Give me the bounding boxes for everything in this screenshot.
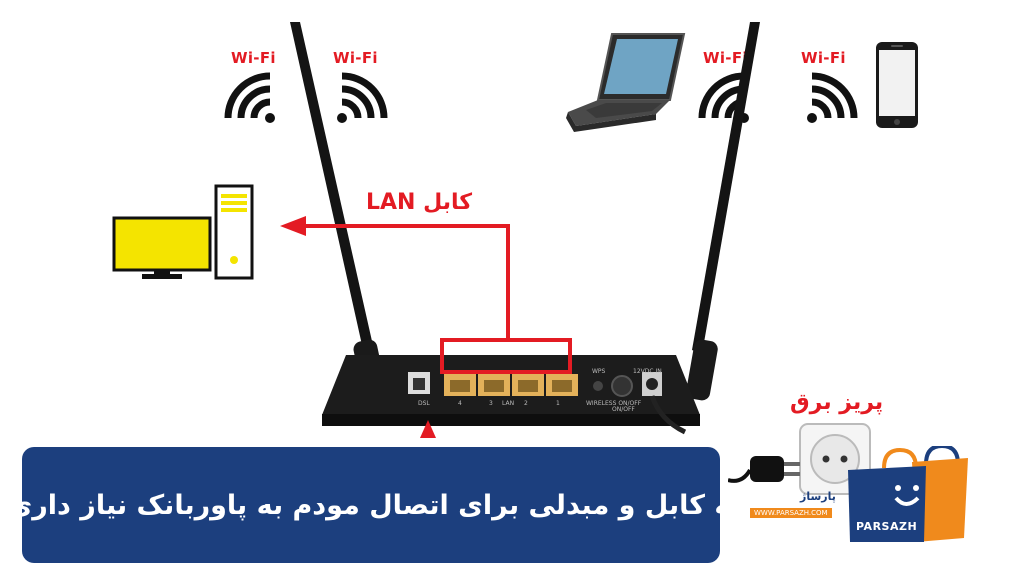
wifi-signal-icon xyxy=(326,70,390,124)
router-port-label-dsl: DSL xyxy=(418,400,430,407)
wifi-signal-icon xyxy=(796,70,860,124)
router-port-label-wireless: WIRELESS ON/OFF xyxy=(586,400,642,407)
wifi-label-1: Wi-Fi xyxy=(231,49,276,67)
router-port-label-onoff: ON/OFF xyxy=(612,406,635,413)
title-banner: چه کابل و مبدلی برای اتصال مودم به پاورب… xyxy=(0,447,750,563)
router-port-label-lan3: 3 xyxy=(489,400,493,407)
router-port-label-lan1: 1 xyxy=(556,400,560,407)
brand-name-en: PARSAZH xyxy=(856,520,918,533)
desktop-monitor-icon xyxy=(112,216,212,280)
smartphone-icon xyxy=(875,41,919,129)
brand-url: WWW.PARSAZH.COM xyxy=(750,508,832,518)
router-port-label-power: 12VDC IN xyxy=(633,368,662,375)
wifi-label-2: Wi-Fi xyxy=(333,49,378,67)
brand-name-fa: پارساژ xyxy=(800,490,836,503)
router-port-label-wps: WPS xyxy=(592,368,606,375)
pc-tower-icon xyxy=(214,184,254,280)
router-port-label-lan4: 4 xyxy=(458,400,462,407)
router-illustration xyxy=(260,20,760,440)
wifi-label-3: Wi-Fi xyxy=(703,49,748,67)
router-port-label-lan: LAN xyxy=(502,400,515,407)
page-title: چه کابل و مبدلی برای اتصال مودم به پاورب… xyxy=(0,489,751,521)
lan-cable-label: کابل LAN xyxy=(366,190,473,215)
brand-logo xyxy=(840,446,972,546)
laptop-icon xyxy=(566,30,690,134)
wifi-signal-icon xyxy=(222,70,286,124)
router-port-label-lan2: 2 xyxy=(524,400,528,407)
power-plug-icon xyxy=(728,440,818,490)
wifi-label-4: Wi-Fi xyxy=(801,49,846,67)
power-socket-label: پریز برق xyxy=(790,390,884,415)
